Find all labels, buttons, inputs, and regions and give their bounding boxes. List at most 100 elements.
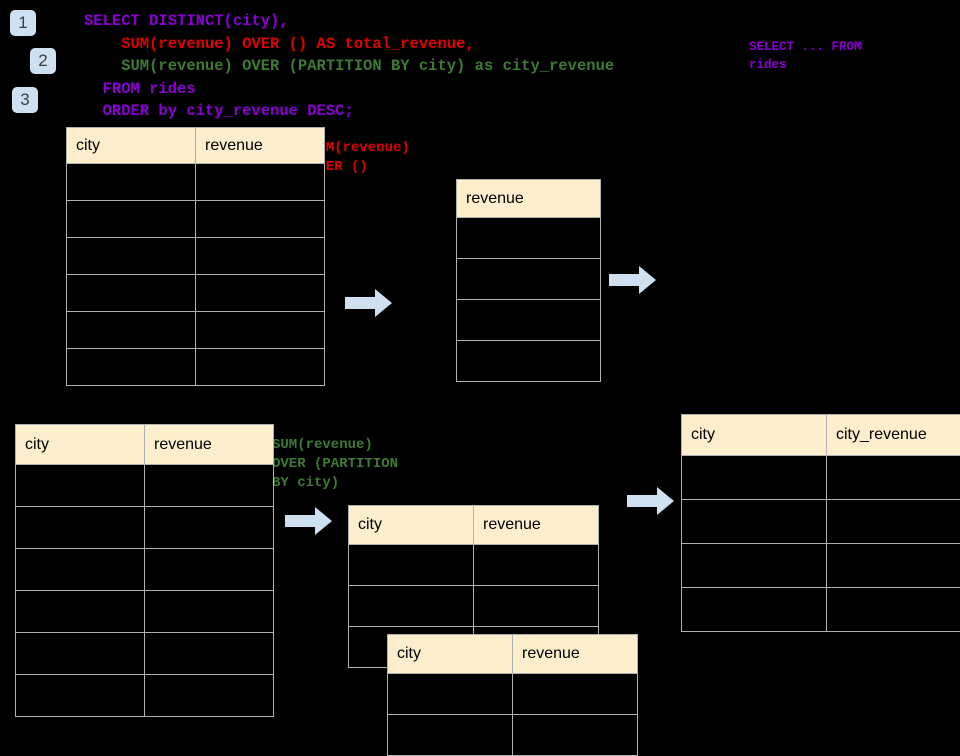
cell-city	[67, 275, 196, 312]
column-header-city: city	[682, 415, 827, 456]
cell-city	[682, 500, 827, 544]
cell-revenue	[196, 349, 325, 386]
table-row	[457, 341, 601, 382]
table-header-row: revenue	[457, 180, 601, 218]
cell-revenue	[457, 218, 601, 259]
rides-source-table-bottom: city revenue	[15, 424, 274, 717]
table-row	[349, 545, 599, 586]
cell-city	[16, 675, 145, 717]
table-header-row: city revenue	[388, 635, 638, 674]
cell-city	[16, 591, 145, 633]
column-header-revenue: revenue	[513, 635, 638, 674]
cell-revenue	[145, 549, 274, 591]
cell-revenue	[145, 465, 274, 507]
table-header-row: city revenue	[67, 128, 325, 164]
cell-city-revenue	[827, 588, 960, 632]
partition-table-front: city revenue	[387, 634, 638, 756]
arrow-total-revenue-to-result	[609, 265, 657, 300]
cell-city	[67, 349, 196, 386]
cell-city	[67, 312, 196, 349]
cell-city	[16, 465, 145, 507]
sql-line-from: FROM rides	[84, 79, 196, 101]
cell-revenue	[196, 238, 325, 275]
arrow-right-icon	[609, 265, 657, 295]
column-header-revenue: revenue	[145, 425, 274, 465]
table-row	[67, 164, 325, 201]
cell-revenue	[196, 164, 325, 201]
table-row	[67, 349, 325, 386]
cell-revenue	[457, 300, 601, 341]
sql-line-total-revenue: SUM(revenue) OVER () AS total_revenue,	[84, 34, 475, 56]
cell-revenue	[145, 591, 274, 633]
table-row	[16, 507, 274, 549]
table-row	[16, 549, 274, 591]
cell-revenue	[145, 633, 274, 675]
table-row	[457, 300, 601, 341]
annotation-source-select: SELECT ... FROM rides	[749, 38, 862, 74]
cell-revenue	[474, 586, 599, 627]
table-row	[16, 591, 274, 633]
cell-city	[349, 586, 474, 627]
total-revenue-table: revenue	[456, 179, 601, 382]
sql-line-select-distinct: SELECT DISTINCT(city),	[84, 11, 289, 33]
column-header-revenue: revenue	[457, 180, 601, 218]
table-row	[16, 633, 274, 675]
cell-city	[682, 544, 827, 588]
table-header-row: city city_revenue	[682, 415, 960, 456]
column-header-city: city	[349, 506, 474, 545]
table-row	[388, 715, 638, 756]
annotation-city-revenue: SUM(revenue) OVER (PARTITION BY city)	[272, 436, 398, 493]
cell-city	[16, 633, 145, 675]
sql-line-order-by: ORDER by city_revenue DESC;	[84, 101, 354, 123]
arrow-right-icon	[345, 288, 393, 318]
table-row	[457, 259, 601, 300]
table-row	[682, 500, 960, 544]
table-row	[67, 312, 325, 349]
sql-line-city-revenue: SUM(revenue) OVER (PARTITION BY city) as…	[84, 56, 614, 78]
cell-city	[67, 201, 196, 238]
final-result-table: city city_revenue	[681, 414, 960, 632]
cell-revenue	[474, 545, 599, 586]
column-header-city: city	[16, 425, 145, 465]
arrow-rides-to-total-revenue	[345, 288, 393, 323]
table-header-row: city revenue	[349, 506, 599, 545]
table-row	[67, 201, 325, 238]
cell-city	[16, 549, 145, 591]
step-badge-3: 3	[12, 87, 38, 113]
table-row	[457, 218, 601, 259]
cell-revenue	[196, 275, 325, 312]
cell-revenue	[145, 507, 274, 549]
arrow-right-icon	[627, 486, 675, 516]
table-row	[682, 544, 960, 588]
column-header-city: city	[388, 635, 513, 674]
cell-revenue	[513, 715, 638, 756]
cell-revenue	[196, 312, 325, 349]
cell-city	[388, 674, 513, 715]
table-row	[388, 674, 638, 715]
table-row	[67, 238, 325, 275]
cell-city-revenue	[827, 456, 960, 500]
cell-revenue	[196, 201, 325, 238]
cell-revenue	[457, 259, 601, 300]
column-header-city: city	[67, 128, 196, 164]
cell-city-revenue	[827, 544, 960, 588]
cell-city	[682, 456, 827, 500]
table-row	[67, 275, 325, 312]
cell-city	[388, 715, 513, 756]
table-row	[349, 586, 599, 627]
cell-revenue	[145, 675, 274, 717]
cell-city	[349, 545, 474, 586]
table-row	[682, 588, 960, 632]
cell-city-revenue	[827, 500, 960, 544]
cell-city	[682, 588, 827, 632]
arrow-right-icon	[285, 506, 333, 536]
column-header-city-revenue: city_revenue	[827, 415, 960, 456]
table-row	[16, 465, 274, 507]
cell-city	[67, 238, 196, 275]
arrow-partition-to-result	[627, 486, 675, 521]
step-badge-1: 1	[10, 10, 36, 36]
cell-revenue	[513, 674, 638, 715]
cell-city	[67, 164, 196, 201]
table-row	[682, 456, 960, 500]
rides-source-table-top: city revenue	[66, 127, 325, 386]
